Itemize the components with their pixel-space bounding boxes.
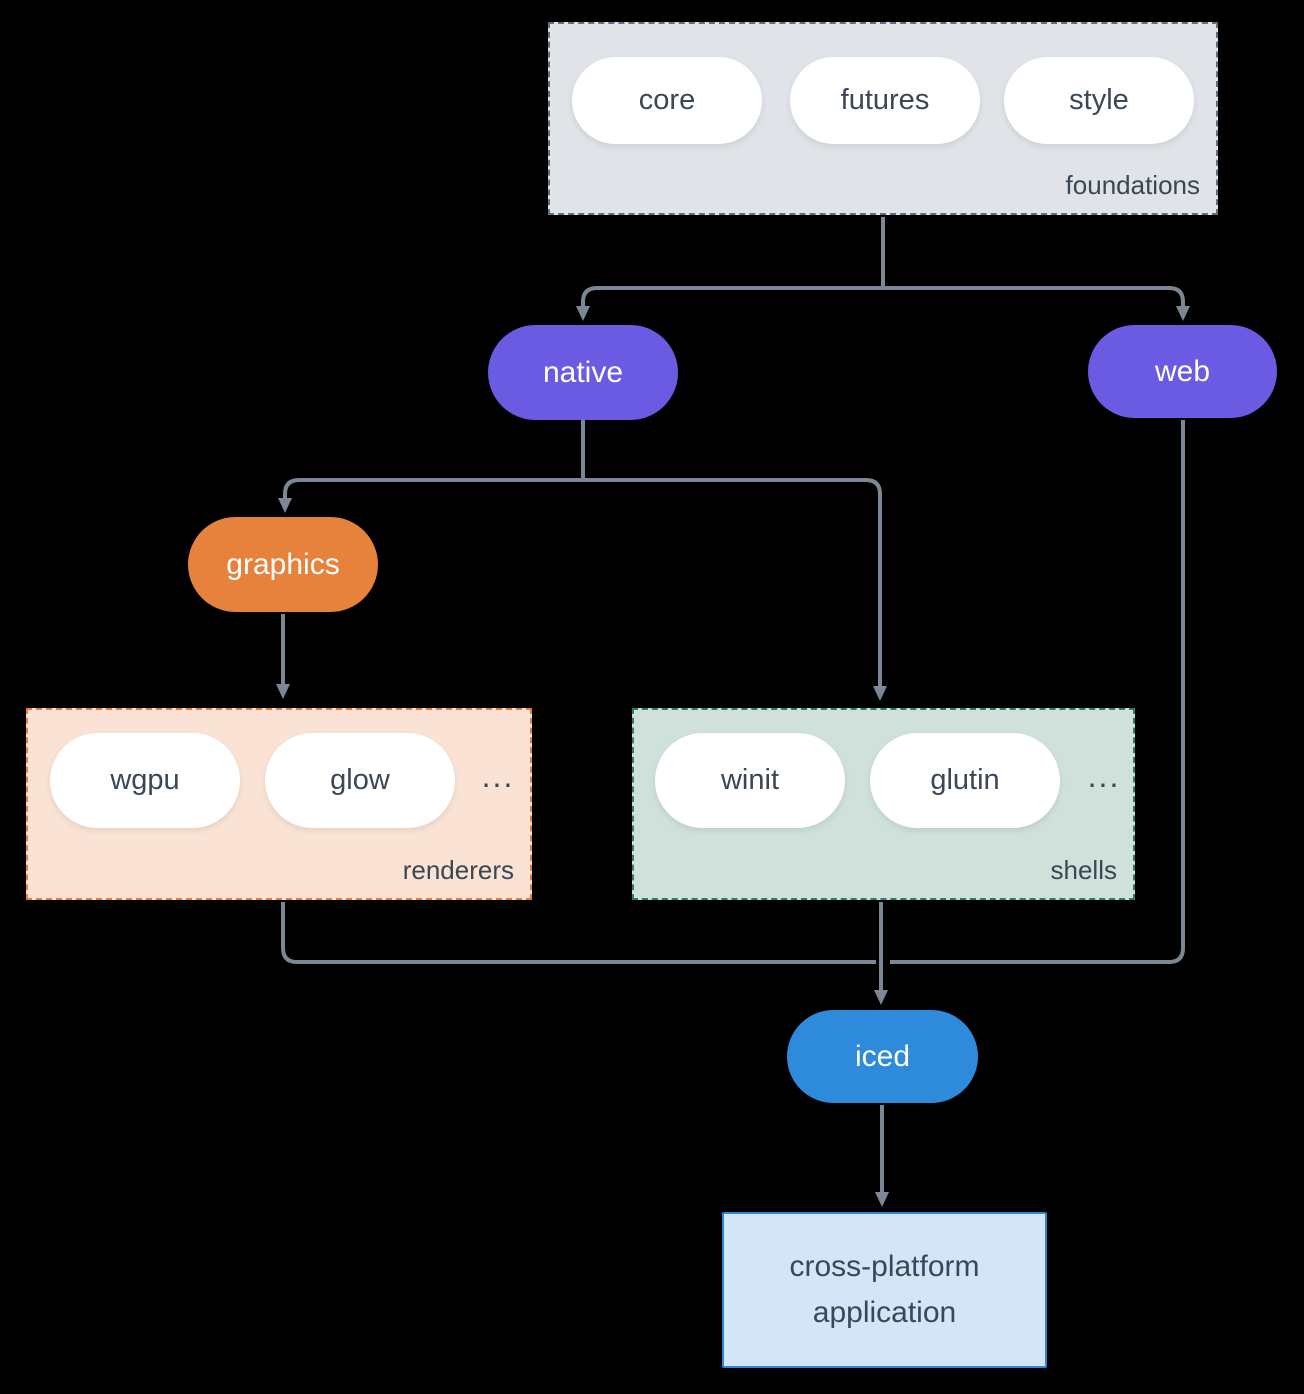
shells-ellipsis: ...: [1087, 758, 1121, 794]
edge-native-shells: [583, 478, 887, 701]
pill-core: core: [572, 57, 762, 144]
node-iced: iced: [787, 1010, 978, 1103]
node-native: native: [488, 325, 678, 420]
pill-futures: futures: [790, 57, 980, 144]
pill-winit: winit: [655, 733, 845, 828]
pill-glow: glow: [265, 733, 455, 828]
edge-native-graphics: [278, 478, 583, 513]
application-label-line2: application: [812, 1296, 957, 1329]
group-foundations: core futures style foundations: [548, 22, 1218, 215]
edge-renderers-merge: [281, 902, 876, 964]
node-web: web: [1088, 325, 1277, 418]
pill-wgpu: wgpu: [50, 733, 240, 828]
application-box: cross-platform application: [722, 1212, 1047, 1368]
edge-foundations-web: [883, 286, 1190, 321]
edge-foundations-native: [576, 286, 883, 321]
application-label-line1: cross-platform: [789, 1250, 980, 1283]
foundations-label: foundations: [1065, 170, 1200, 200]
group-shells: winit glutin ... shells: [632, 708, 1135, 900]
pill-style: style: [1004, 57, 1194, 144]
renderers-label: renderers: [402, 855, 514, 885]
edge-web-merge: [890, 420, 1185, 964]
node-graphics: graphics: [188, 517, 378, 612]
pill-glutin: glutin: [870, 733, 1060, 828]
renderers-ellipsis: ...: [481, 758, 515, 794]
group-renderers: wgpu glow ... renderers: [26, 708, 532, 900]
shells-label: shells: [1050, 855, 1117, 885]
